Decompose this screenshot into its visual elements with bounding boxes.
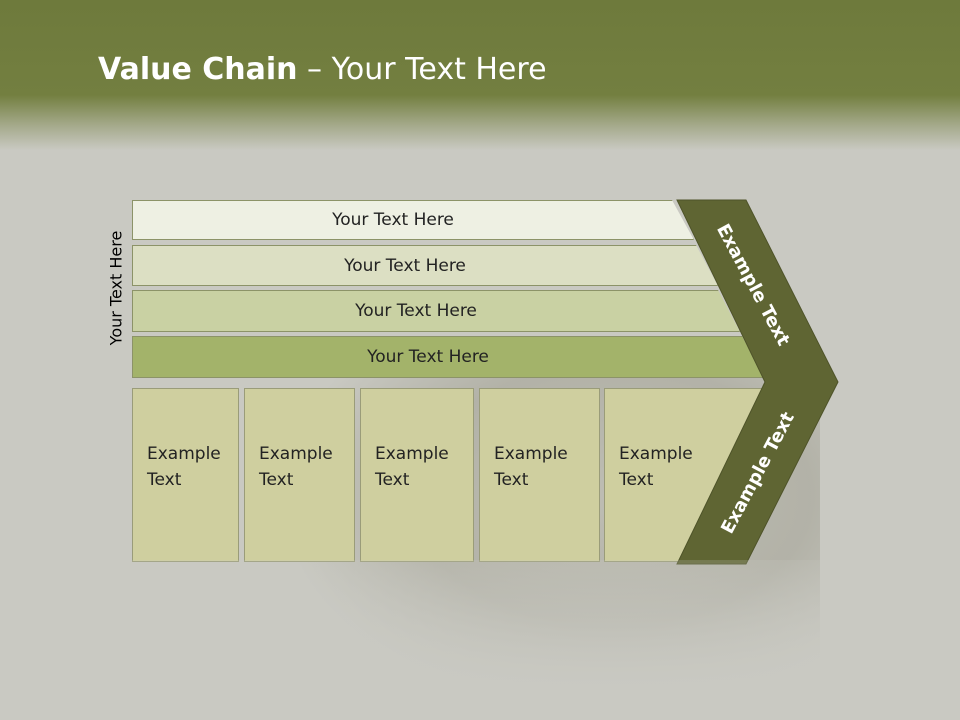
bar-3: Your Text Here — [132, 290, 740, 332]
bar-2-label: Your Text Here — [344, 255, 466, 276]
column-2-line1: Example — [259, 444, 333, 464]
column-3-line2: Text — [375, 470, 410, 490]
slide-title-rest: – Your Text Here — [297, 52, 547, 87]
bar-1-label: Your Text Here — [332, 210, 454, 230]
bar-4: Your Text Here — [132, 336, 764, 378]
bar-2: Your Text Here — [132, 245, 718, 286]
column-4-line1: Example — [494, 444, 568, 464]
column-3: Example Text — [360, 388, 474, 562]
bar-1: Your Text Here — [132, 200, 694, 240]
column-1-line1: Example — [147, 444, 221, 464]
bar-4-label: Your Text Here — [367, 347, 489, 367]
column-2: Example Text — [244, 388, 355, 562]
column-2-line2: Text — [259, 470, 294, 490]
column-5-line1: Example — [619, 444, 693, 464]
column-5-line2: Text — [619, 470, 654, 490]
header-band — [0, 0, 960, 150]
column-3-line1: Example — [375, 444, 449, 464]
column-4: Example Text — [479, 388, 600, 562]
slide-title: Value Chain – Your Text Here — [98, 52, 547, 88]
column-4-line2: Text — [494, 470, 529, 490]
side-label: Your Text Here — [106, 230, 126, 346]
column-1-line2: Text — [147, 470, 182, 490]
bar-3-label: Your Text Here — [355, 301, 477, 321]
column-1: Example Text — [132, 388, 239, 562]
slide-title-bold: Value Chain — [98, 52, 298, 87]
